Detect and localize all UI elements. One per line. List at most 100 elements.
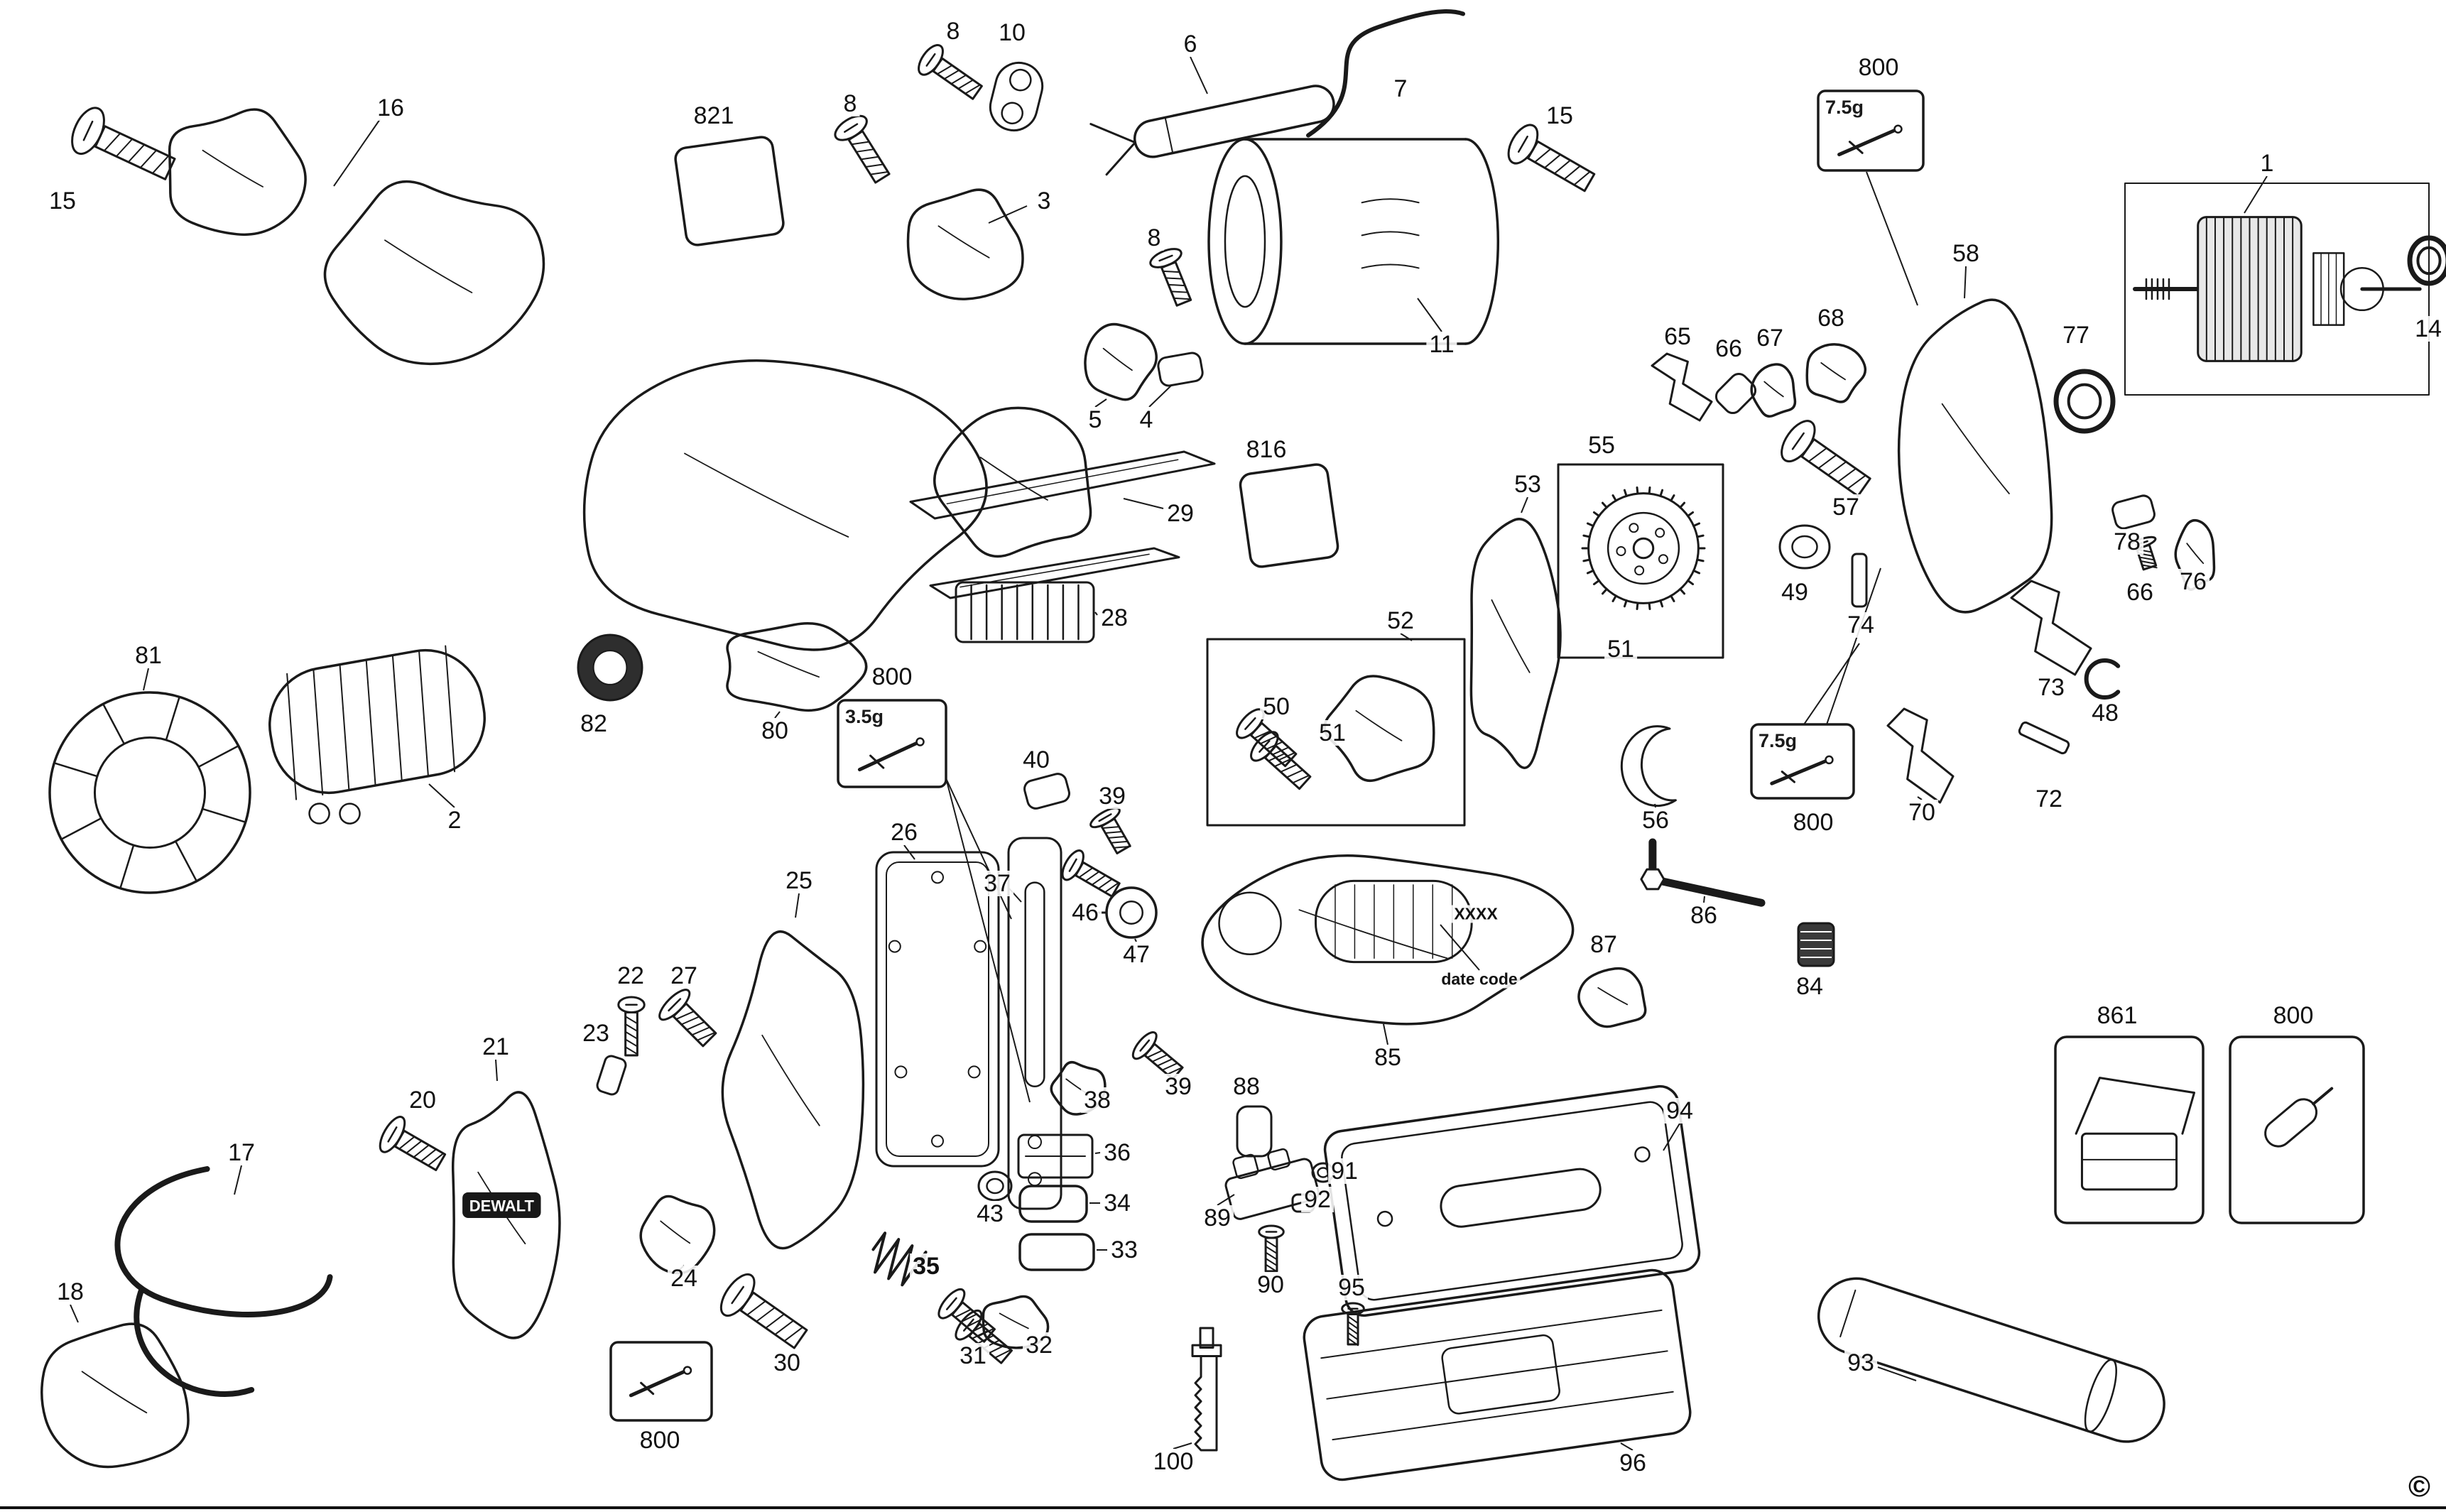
part-label-11: 11 <box>1426 332 1457 357</box>
part-label-7: 7 <box>1391 76 1410 102</box>
part-label-22: 22 <box>614 963 647 989</box>
part-label-86: 86 <box>1687 903 1720 928</box>
svg-text:3.5g: 3.5g <box>845 706 884 727</box>
part-label-66: 66 <box>1712 336 1745 361</box>
part-label-94: 94 <box>1663 1098 1696 1124</box>
part-label-89: 89 <box>1201 1205 1234 1231</box>
part-label-36: 36 <box>1101 1140 1134 1165</box>
part-label-26: 26 <box>888 820 920 845</box>
part-label-15: 15 <box>1543 103 1576 129</box>
part-label-2: 2 <box>445 807 464 833</box>
part-label-23: 23 <box>580 1021 612 1046</box>
part-label-50: 50 <box>1260 694 1293 719</box>
part-label-17: 17 <box>225 1140 258 1165</box>
part-label-57: 57 <box>1830 494 1862 520</box>
part-label-18: 18 <box>54 1279 87 1305</box>
part-label-34: 34 <box>1101 1190 1134 1216</box>
part-label-800: 800 <box>1855 55 1902 80</box>
part-label-73: 73 <box>2035 675 2067 700</box>
part-label-74: 74 <box>1844 612 1877 638</box>
part-label-51: 51 <box>1604 636 1637 662</box>
part-label-816: 816 <box>1243 437 1290 462</box>
part-label-72: 72 <box>2033 786 2065 812</box>
part-label-39: 39 <box>1096 783 1129 809</box>
part-label-30: 30 <box>771 1350 803 1376</box>
part-label-82: 82 <box>577 711 610 736</box>
part-label-20: 20 <box>406 1087 439 1113</box>
part-label-37: 37 <box>981 871 1013 896</box>
part-label-55: 55 <box>1585 433 1618 458</box>
part-label-8: 8 <box>943 18 963 44</box>
part-label-800: 800 <box>636 1427 683 1453</box>
part-label-96: 96 <box>1616 1450 1649 1476</box>
part-label-43: 43 <box>974 1201 1006 1227</box>
part-label-33: 33 <box>1108 1237 1141 1263</box>
part-label-56: 56 <box>1639 807 1672 833</box>
part-label-32: 32 <box>1023 1332 1055 1358</box>
part-label-80: 80 <box>759 718 791 744</box>
part-label-27: 27 <box>668 963 700 989</box>
part-label-76: 76 <box>2177 569 2209 594</box>
part-label-84: 84 <box>1793 974 1826 999</box>
part-label-67: 67 <box>1754 325 1786 351</box>
part-label-8: 8 <box>840 91 860 116</box>
part-label-53: 53 <box>1511 472 1544 497</box>
part-label-5: 5 <box>1085 407 1105 433</box>
part-label-40: 40 <box>1020 747 1053 773</box>
part-label-49: 49 <box>1778 580 1811 605</box>
svg-text:7.5g: 7.5g <box>1825 97 1864 118</box>
part-label-47: 47 <box>1120 942 1153 967</box>
part-label-85: 85 <box>1371 1045 1404 1070</box>
part-label-77: 77 <box>2060 322 2092 348</box>
part-label-65: 65 <box>1661 324 1694 349</box>
part-label-92: 92 <box>1301 1187 1334 1212</box>
part-label-38: 38 <box>1081 1087 1114 1113</box>
bottom-rule <box>0 1506 2446 1509</box>
part-label-800: 800 <box>869 664 915 690</box>
part-label-8: 8 <box>1144 225 1164 251</box>
part-label-29: 29 <box>1164 501 1197 526</box>
part-label-821: 821 <box>690 103 737 129</box>
part-label-51: 51 <box>1316 720 1349 746</box>
part-label-48: 48 <box>2089 700 2121 726</box>
part-label-100: 100 <box>1150 1449 1197 1474</box>
part-label-21: 21 <box>479 1034 512 1060</box>
part-label-24: 24 <box>668 1266 700 1291</box>
svg-text:7.5g: 7.5g <box>1759 730 1797 751</box>
part-label-58: 58 <box>1950 241 1982 266</box>
part-label-66: 66 <box>2124 580 2156 605</box>
part-label-800: 800 <box>2270 1003 2317 1028</box>
part-label-31: 31 <box>957 1343 989 1369</box>
part-label-68: 68 <box>1815 305 1847 331</box>
part-label-52: 52 <box>1384 608 1417 633</box>
part-label-93: 93 <box>1844 1350 1877 1376</box>
part-label-78: 78 <box>2111 529 2143 555</box>
part-label-800: 800 <box>1790 810 1837 835</box>
copyright-mark: © <box>2408 1469 2430 1503</box>
part-label-date-code: date code <box>1438 970 1521 989</box>
part-label-35: 35 <box>910 1253 942 1279</box>
part-label-70: 70 <box>1906 800 1938 825</box>
part-label-10: 10 <box>996 20 1028 45</box>
part-label-81: 81 <box>132 643 165 668</box>
part-label-25: 25 <box>783 868 815 893</box>
part-label-3: 3 <box>1034 188 1054 214</box>
part-label-95: 95 <box>1335 1275 1368 1300</box>
part-label-39: 39 <box>1162 1074 1195 1099</box>
part-label-6: 6 <box>1180 31 1200 57</box>
part-label-46: 46 <box>1069 900 1102 925</box>
part-label-90: 90 <box>1254 1272 1287 1298</box>
part-label-16: 16 <box>374 95 407 121</box>
part-label-1: 1 <box>2257 151 2277 176</box>
part-label-28: 28 <box>1098 605 1131 631</box>
part-label-861: 861 <box>2094 1003 2141 1028</box>
part-label-91: 91 <box>1328 1158 1361 1184</box>
part-label-15: 15 <box>46 188 79 214</box>
part-label-4: 4 <box>1136 407 1156 433</box>
svg-text:DEWALT: DEWALT <box>469 1197 535 1214</box>
part-label-87: 87 <box>1587 932 1620 957</box>
part-label-xxxx: XXXX <box>1451 905 1501 923</box>
